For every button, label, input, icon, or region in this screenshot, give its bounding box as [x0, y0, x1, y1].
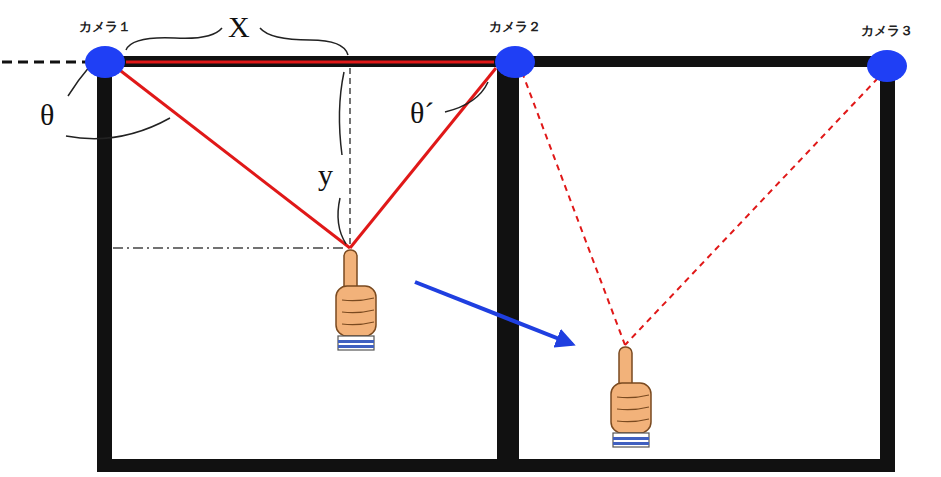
camera-label: カメラ１: [79, 17, 131, 37]
camera-label: カメラ２: [489, 17, 541, 37]
hand-icon: [336, 250, 376, 350]
camera-node: カメラ２: [475, 17, 555, 79]
camera-label: カメラ３: [861, 21, 913, 41]
math-label: θ: [40, 100, 54, 130]
angle-mark: [68, 66, 90, 96]
camera-shape: [866, 49, 908, 83]
move-arrow: [415, 282, 572, 344]
y-brace: [338, 198, 346, 244]
camera-ellipse: [85, 46, 125, 78]
frame-left: [97, 56, 112, 472]
x-brace: [126, 28, 222, 50]
baseline-connector: [126, 61, 494, 64]
sight-line: [117, 68, 350, 248]
frame-middle: [497, 56, 519, 472]
math-label: θ´: [410, 98, 434, 128]
math-label: X: [228, 12, 250, 42]
sight-line: [350, 68, 496, 248]
dashed-baseline: [2, 61, 95, 64]
hand-icon: [611, 347, 651, 447]
angle-mark: [66, 118, 170, 139]
camera-node: カメラ１: [65, 17, 145, 79]
x-brace: [260, 28, 348, 55]
sight-line-dashed: [522, 72, 625, 345]
frame-right: [880, 56, 895, 472]
camera-ellipse: [867, 50, 907, 82]
camera-shape: [494, 45, 536, 79]
y-brace: [339, 72, 344, 155]
x-guide: [113, 247, 346, 249]
frame-bottom: [97, 459, 895, 472]
angle-mark: [445, 82, 488, 112]
math-label: y: [318, 160, 333, 190]
camera-shape: [84, 45, 126, 79]
sight-line-dashed: [625, 78, 878, 345]
camera-ellipse: [495, 46, 535, 78]
camera-node: カメラ３: [847, 21, 927, 83]
y-guide: [349, 68, 351, 246]
